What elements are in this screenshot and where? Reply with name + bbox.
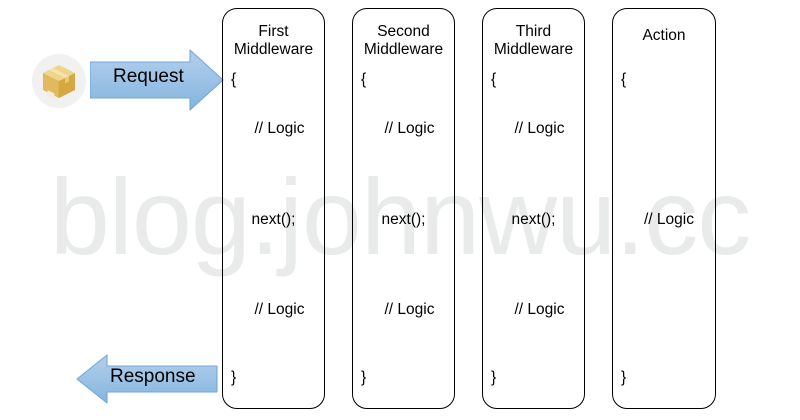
brace-open: { <box>621 71 627 88</box>
logic-comment-bottom: // Logic <box>514 301 565 318</box>
brace-open: { <box>491 71 497 88</box>
pipeline-box-second-middleware[interactable]: Second Middleware { // Logic next(); // … <box>352 8 455 409</box>
brace-close: } <box>491 369 497 386</box>
brace-open: { <box>231 71 237 88</box>
logic-comment: // Logic <box>644 211 694 228</box>
box-title: Action <box>642 27 686 44</box>
logic-comment-top: // Logic <box>514 120 565 137</box>
logic-comment-top: // Logic <box>384 120 435 137</box>
package-icon <box>32 54 86 108</box>
pipeline-box-third-middleware[interactable]: Third Middleware { // Logic next(); // L… <box>482 8 585 409</box>
arrow-right-icon <box>89 48 224 112</box>
box-title: First Middleware <box>233 23 314 58</box>
box-title: Second Middleware <box>363 23 444 58</box>
request-label: Request <box>113 66 184 87</box>
watermark-text: blog.johnwu.cc <box>49 156 751 277</box>
logic-comment-top: // Logic <box>254 120 305 137</box>
next-call: next(); <box>511 211 556 228</box>
brace-close: } <box>621 369 627 386</box>
box-title: Third Middleware <box>493 23 574 58</box>
response-label: Response <box>110 366 196 387</box>
brace-close: } <box>231 369 237 386</box>
logic-comment-bottom: // Logic <box>254 301 305 318</box>
brace-close: } <box>361 369 367 386</box>
logic-comment-bottom: // Logic <box>384 301 435 318</box>
arrow-left-icon <box>76 353 218 405</box>
next-call: next(); <box>251 211 296 228</box>
pipeline-box-first-middleware[interactable]: First Middleware { // Logic next(); // L… <box>222 8 325 409</box>
brace-open: { <box>361 71 367 88</box>
next-call: next(); <box>381 211 426 228</box>
pipeline-box-action[interactable]: Action { // Logic } <box>612 8 716 409</box>
